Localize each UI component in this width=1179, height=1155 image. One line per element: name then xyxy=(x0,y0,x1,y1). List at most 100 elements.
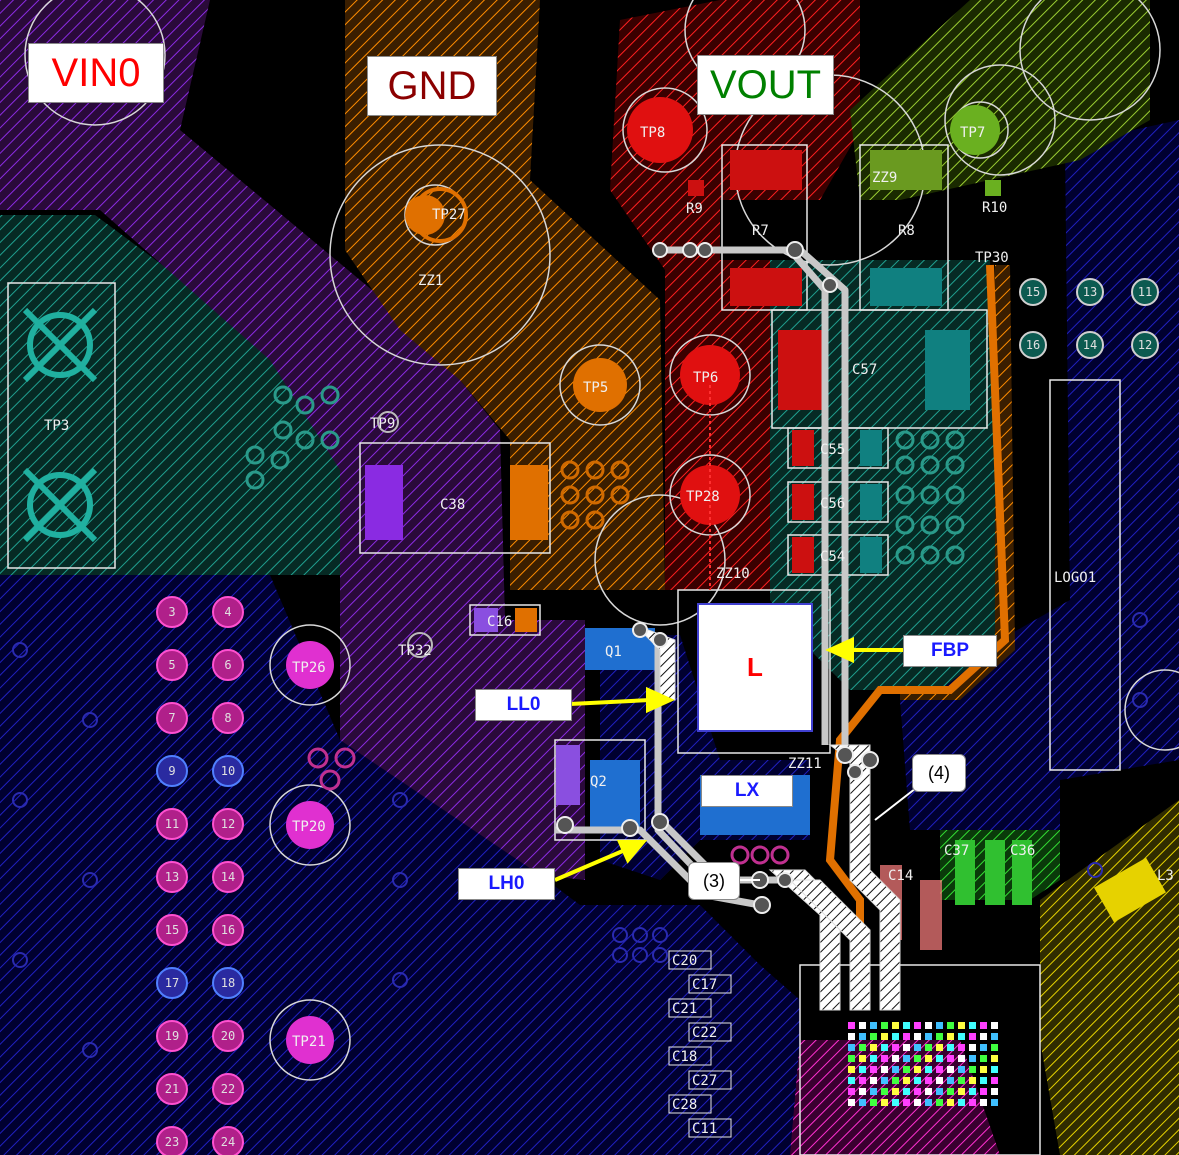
ic-cap-outline xyxy=(668,950,712,970)
ic-ball xyxy=(914,1022,921,1029)
ic-ball xyxy=(936,1077,943,1084)
ic-ball xyxy=(969,1077,976,1084)
via-field-magenta xyxy=(307,747,790,865)
ref-c21: C21 xyxy=(672,1001,697,1017)
tp3-pads xyxy=(22,307,98,543)
ic-ball xyxy=(903,1044,910,1051)
header-pad-num-3: 3 xyxy=(168,605,175,619)
header-pad-num-10: 10 xyxy=(221,764,235,778)
ic-ball xyxy=(980,1055,987,1062)
ic-ball xyxy=(925,1066,932,1073)
ic-ball xyxy=(991,1044,998,1051)
ic-ball xyxy=(936,1055,943,1062)
header-pad-8 xyxy=(212,702,244,734)
ic-ball xyxy=(870,1099,877,1106)
ic-ball xyxy=(936,1033,943,1040)
callout-lh0: LH0 xyxy=(458,868,555,900)
via-num-13: 13 xyxy=(1083,285,1097,299)
header-pad-num-17: 17 xyxy=(165,976,179,990)
ic-ball xyxy=(881,1044,888,1051)
via-12 xyxy=(1131,331,1159,359)
ic-ball xyxy=(914,1055,921,1062)
ic-ball xyxy=(969,1033,976,1040)
header-pad-12 xyxy=(212,808,244,840)
ic-ball xyxy=(936,1099,943,1106)
via-num-12: 12 xyxy=(1138,338,1152,352)
ic-ball xyxy=(892,1077,899,1084)
header-pad-num-13: 13 xyxy=(165,870,179,884)
ref-zz11: ZZ11 xyxy=(788,756,822,772)
via-15 xyxy=(1019,278,1047,306)
ref-c14: C14 xyxy=(888,868,913,884)
ic-ball xyxy=(969,1066,976,1073)
header-pad-num-12: 12 xyxy=(221,817,235,831)
ic-ball xyxy=(859,1099,866,1106)
ic-ball xyxy=(914,1044,921,1051)
component-outlines xyxy=(359,144,1121,1155)
header-pad-9 xyxy=(156,755,188,787)
ref-c55: C55 xyxy=(820,442,845,458)
ref-c37: C37 xyxy=(944,843,969,859)
ref-c18: C18 xyxy=(672,1049,697,1065)
ref-c27: C27 xyxy=(692,1073,717,1089)
header-pad-num-8: 8 xyxy=(224,711,231,725)
ic-ball xyxy=(925,1099,932,1106)
orange-strip xyxy=(900,265,1015,700)
ic-ball xyxy=(859,1055,866,1062)
ic-ball xyxy=(947,1044,954,1051)
test-point-pads xyxy=(286,97,1000,1064)
header-pad-num-16: 16 xyxy=(221,923,235,937)
ic-ball xyxy=(947,1088,954,1095)
ic-cap-outline xyxy=(688,1022,732,1042)
ic-ball xyxy=(859,1022,866,1029)
header-pad-num-14: 14 xyxy=(221,870,235,884)
ic-ball xyxy=(881,1066,888,1073)
silkscreen-labels: TP8 TP7 TP27 ZZ1 R9 R7 R8 ZZ9 R10 TP30 T… xyxy=(44,125,1174,1050)
via-13 xyxy=(1076,278,1104,306)
header-pad-num-6: 6 xyxy=(224,658,231,672)
ic-ball xyxy=(848,1099,855,1106)
ic-ball xyxy=(925,1077,932,1084)
ref-tp30: TP30 xyxy=(975,250,1009,266)
ic-ball xyxy=(969,1055,976,1062)
ref-logo: LOGO1 xyxy=(1054,570,1096,586)
ic-ball xyxy=(925,1022,932,1029)
header-pad-num-7: 7 xyxy=(168,711,175,725)
ic-ball xyxy=(969,1099,976,1106)
header-pad-24 xyxy=(212,1126,244,1155)
ic-ball xyxy=(892,1066,899,1073)
via-16 xyxy=(1019,331,1047,359)
ic-ball xyxy=(947,1066,954,1073)
ic-ball xyxy=(947,1033,954,1040)
ref-c28: C28 xyxy=(672,1097,697,1113)
ref-c57: C57 xyxy=(852,362,877,378)
ic-ball xyxy=(881,1055,888,1062)
ic-ball xyxy=(892,1099,899,1106)
header-pad-num-20: 20 xyxy=(221,1029,235,1043)
header-pad-7 xyxy=(156,702,188,734)
ic-ball xyxy=(903,1066,910,1073)
ref-c16: C16 xyxy=(487,614,512,630)
ic-ball xyxy=(903,1088,910,1095)
ref-c36: C36 xyxy=(1010,843,1035,859)
ic-ball xyxy=(914,1033,921,1040)
ic-ball xyxy=(859,1066,866,1073)
ic-ball xyxy=(980,1077,987,1084)
callout-lx: LX xyxy=(701,775,793,807)
ref-c56: C56 xyxy=(820,496,845,512)
net-label-vout: VOUT xyxy=(697,55,834,115)
header-pad-num-19: 19 xyxy=(165,1029,179,1043)
ic-ball xyxy=(980,1033,987,1040)
header-pad-20 xyxy=(212,1020,244,1052)
ref-tp8: TP8 xyxy=(640,125,665,141)
yellow-net xyxy=(1040,800,1179,1155)
ic-ball xyxy=(881,1077,888,1084)
callout-fbp: FBP xyxy=(903,635,997,667)
ref-c11: C11 xyxy=(692,1121,717,1137)
header-pad-6 xyxy=(212,649,244,681)
net-label-vin: VIN0 xyxy=(28,43,164,103)
ref-r10: R10 xyxy=(982,200,1007,216)
header-pad-num-15: 15 xyxy=(165,923,179,937)
ic-ball xyxy=(914,1066,921,1073)
ic-cap-outline xyxy=(688,1070,732,1090)
